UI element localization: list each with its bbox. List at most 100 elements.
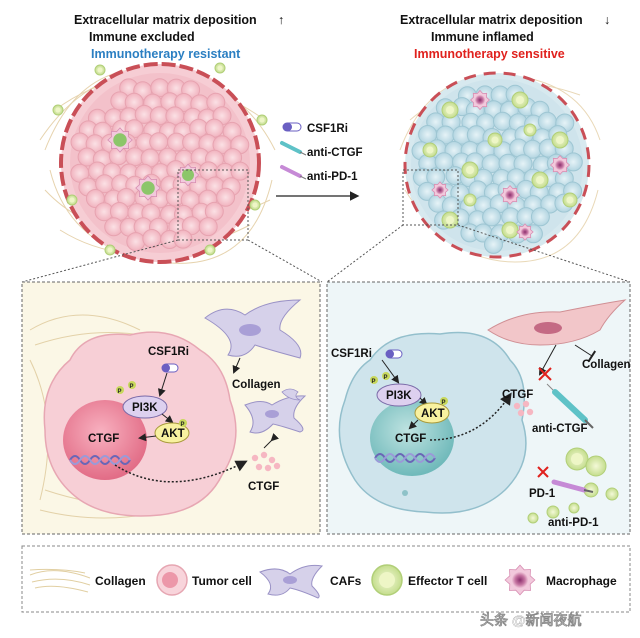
tumor-cell-shape <box>173 229 193 249</box>
legend-macrophage-label: Macrophage <box>546 574 617 588</box>
decrease-arrow-icon: ↓ <box>604 13 610 27</box>
syringe-icon <box>280 165 307 180</box>
t-cell-nucleus <box>107 247 113 253</box>
t-cell-nucleus <box>252 202 258 208</box>
left-pi3k-label: PI3K <box>132 402 158 414</box>
pill-icon <box>161 363 179 373</box>
right-pi3k-node <box>376 383 422 407</box>
t-cell-nucleus <box>466 166 474 174</box>
phospho-label: P <box>384 375 388 381</box>
legend-tumor-cell-label: Tumor cell <box>192 574 252 588</box>
t-cell-nucleus <box>566 196 574 204</box>
tumor-cell-shape <box>126 232 146 252</box>
right-csf1ri-label: CSF1Ri <box>331 348 372 360</box>
right-header-line3: Immunotherapy sensitive <box>414 47 565 61</box>
t-cell-nucleus <box>516 96 524 104</box>
right-akt-node <box>414 402 450 424</box>
legend-t-cell-label: Effector T cell <box>408 574 487 588</box>
t-cell-nucleus <box>217 65 223 71</box>
syringe-icon <box>551 479 594 493</box>
t-cell-nucleus <box>446 216 454 224</box>
tumor-cell-shape <box>216 187 236 207</box>
treatment-list: CSF1Ri anti-CTGF anti-PD-1 <box>276 122 363 201</box>
t-cell-nucleus <box>207 247 213 253</box>
left-header: Extracellular matrix deposition ↑ Immune… <box>74 13 284 61</box>
tumor-cell-shape <box>198 217 218 237</box>
block-x-icon <box>537 466 549 478</box>
ctgf-protein-dots <box>513 400 534 417</box>
treatment-anti-pd1: anti-PD-1 <box>307 171 358 183</box>
macrophage-body <box>520 227 530 237</box>
t-cell-nucleus <box>556 136 564 144</box>
phospho-dot <box>116 386 124 394</box>
watermark: 头条 @新闻夜航 <box>480 612 582 628</box>
right-ctgf-nucleus-label: CTGF <box>395 433 426 445</box>
phospho-dot <box>370 376 378 384</box>
right-caf-cell <box>487 299 627 346</box>
t-cell-nucleus <box>446 106 454 114</box>
right-mechanism-panel: CTGF CSF1Ri PI3K P P AKT P CTGF Collagen <box>326 281 631 535</box>
block-x-icon <box>538 367 552 381</box>
legend-caf-label: CAFs <box>330 574 362 588</box>
left-header-line2: Immune excluded <box>89 30 195 44</box>
phospho-label: P <box>181 422 185 428</box>
tumor-cell-shape <box>482 207 502 227</box>
pill-icon <box>385 349 403 359</box>
right-header-line1: Extracellular matrix deposition <box>400 13 583 27</box>
left-pi3k-node <box>122 395 168 419</box>
legend-caf-icon <box>258 564 324 599</box>
right-tumor-illustration <box>399 71 601 263</box>
macrophage-body <box>113 133 127 147</box>
t-cell-nucleus <box>426 146 434 154</box>
macrophage-body <box>435 185 445 195</box>
phospho-label: P <box>130 384 134 390</box>
legend-t-cell-icon <box>371 564 403 596</box>
legend-tumor-cell-icon <box>156 564 188 596</box>
ctgf-protein-dots <box>251 451 281 472</box>
t-cell-nucleus <box>55 107 61 113</box>
legend: Collagen Tumor cell CAFs Effector T cell… <box>21 545 631 613</box>
left-akt-node <box>154 422 190 444</box>
syringe-icon <box>546 383 594 429</box>
syringe-icon <box>280 141 307 156</box>
t-cell-nucleus <box>467 197 473 203</box>
phospho-label: P <box>118 389 122 395</box>
right-ctgf-secreted-label: CTGF <box>502 389 533 401</box>
left-collagen-label: Collagen <box>232 379 281 391</box>
macrophage-body <box>182 169 194 181</box>
macrophage-body <box>554 159 566 171</box>
phospho-dot <box>440 397 448 405</box>
phospho-label: P <box>442 400 446 406</box>
t-cell-nucleus <box>506 226 514 234</box>
left-mechanism-panel: CTGF CSF1Ri PI3K P P AKT P CTGF <box>21 281 321 535</box>
left-ctgf-nucleus-label: CTGF <box>88 433 119 445</box>
phospho-dot <box>179 419 187 427</box>
right-header-line2: Immune inflamed <box>431 30 534 44</box>
right-akt-label: AKT <box>421 408 445 420</box>
zoom-indicators <box>21 169 631 283</box>
tumor-cell-shape <box>563 152 583 172</box>
tumor-cell-shape <box>530 207 550 227</box>
phospho-dot <box>128 381 136 389</box>
t-cell-nucleus <box>97 67 103 73</box>
left-header-line1: Extracellular matrix deposition <box>74 13 257 27</box>
left-csf1ri-label: CSF1Ri <box>148 346 189 358</box>
treatment-csf1ri: CSF1Ri <box>307 123 348 135</box>
right-pi3k-label: PI3K <box>386 390 412 402</box>
left-ctgf-secreted-label: CTGF <box>248 481 279 493</box>
macrophage-body <box>474 94 486 106</box>
effector-t-cells <box>527 447 619 524</box>
left-akt-label: AKT <box>161 428 185 440</box>
tumor-cell-shape <box>142 229 162 248</box>
right-collagen-label: Collagen <box>582 359 631 371</box>
treatment-anti-ctgf: anti-CTGF <box>307 147 363 159</box>
phospho-dot <box>382 372 390 380</box>
phospho-label: P <box>372 379 376 385</box>
macrophage-body <box>504 189 516 201</box>
t-cell-nucleus <box>527 127 533 133</box>
increase-arrow-icon: ↑ <box>278 13 284 27</box>
right-anti-ctgf-label: anti-CTGF <box>532 423 588 435</box>
macrophage-body <box>511 571 529 589</box>
right-pd1-label: PD-1 <box>529 488 556 500</box>
